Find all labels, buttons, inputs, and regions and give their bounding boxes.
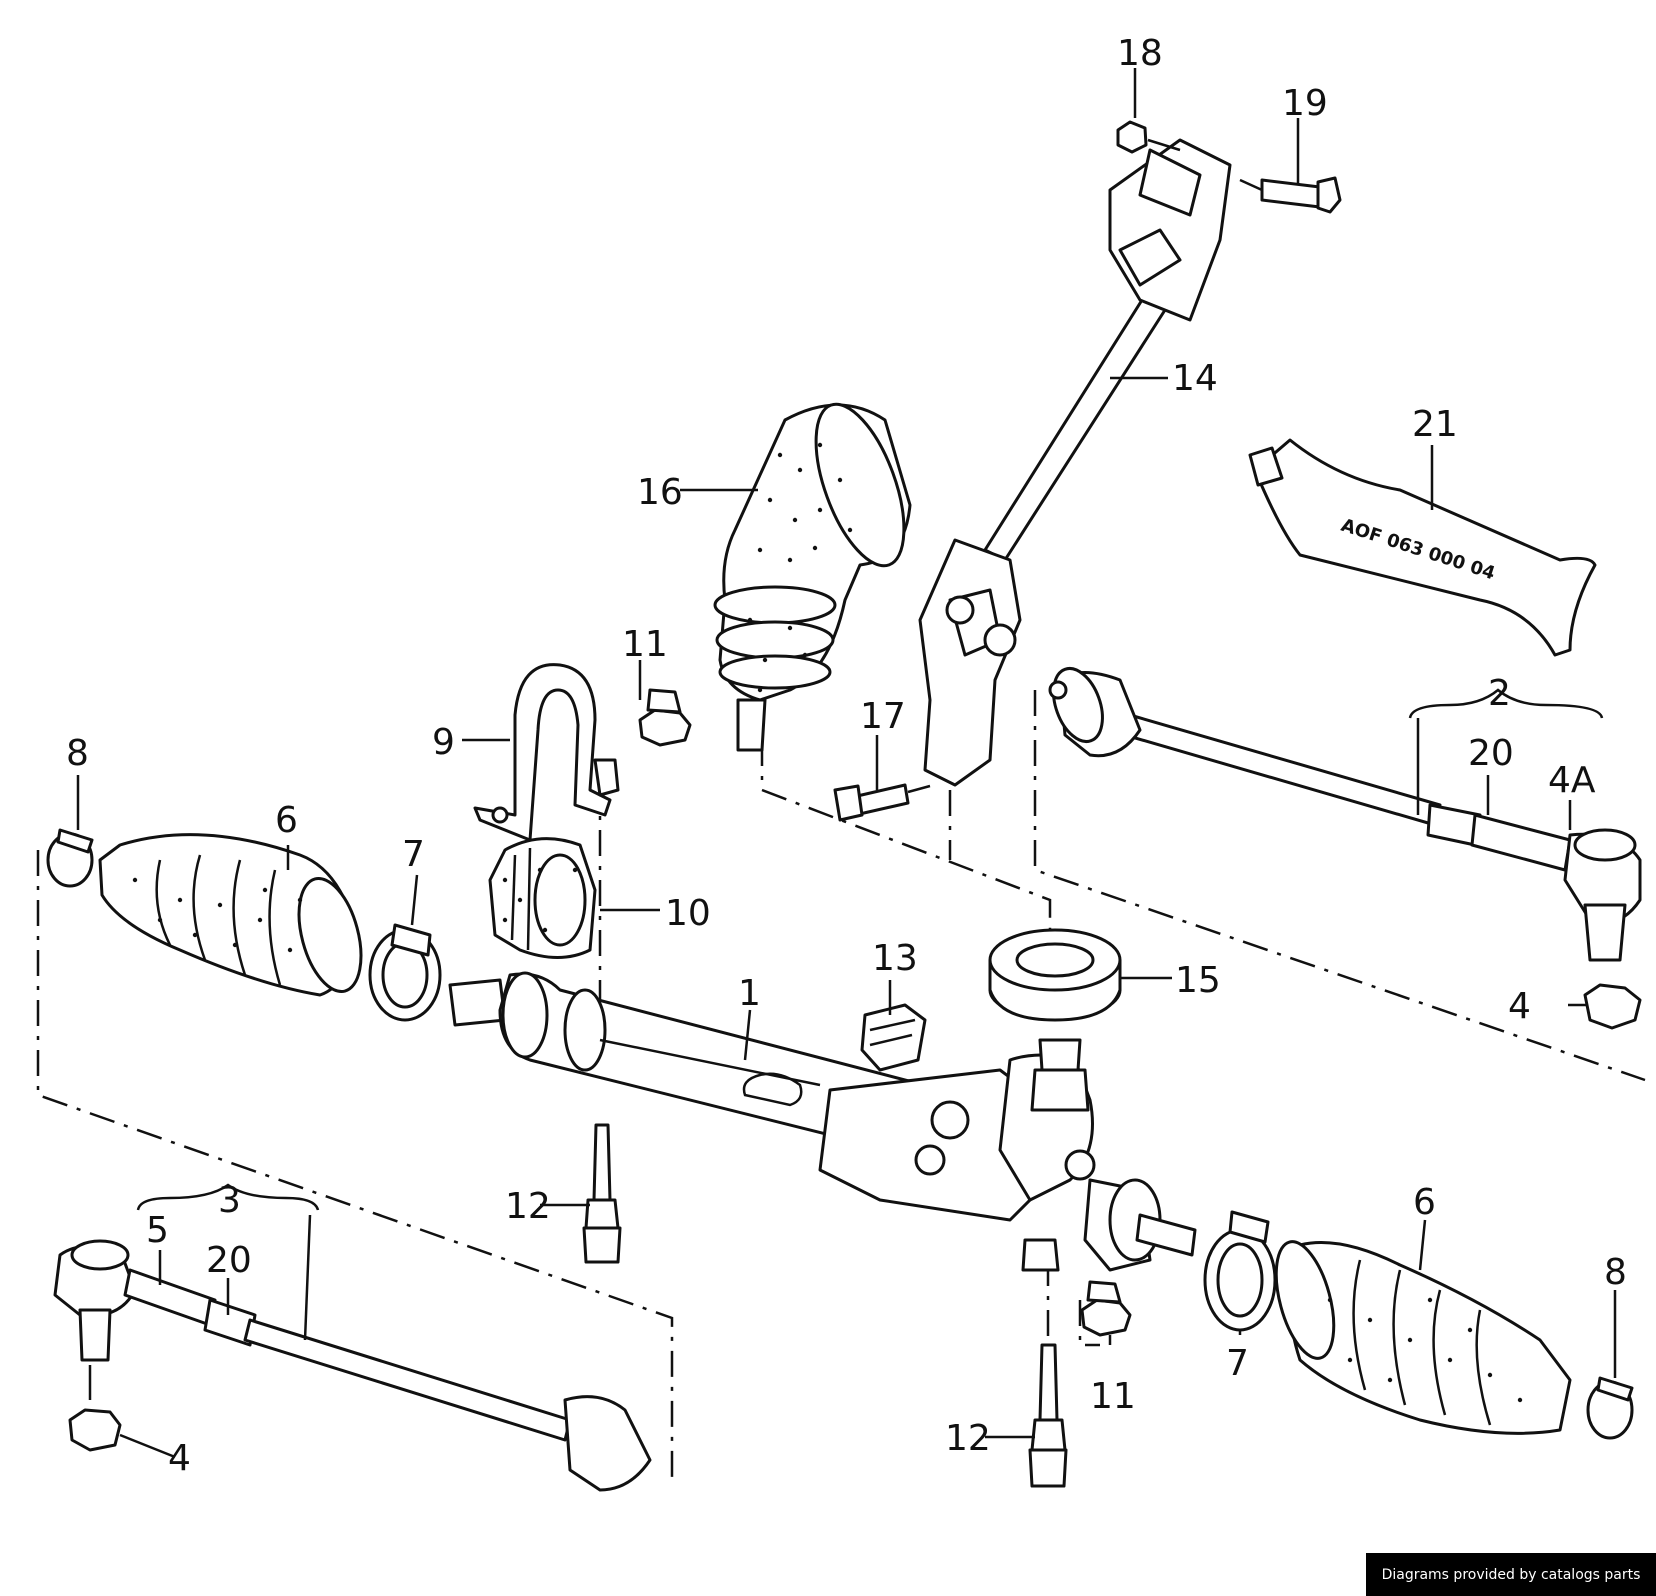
callout-21: 21 [1412, 404, 1458, 445]
bolt-17 [833, 783, 931, 822]
callout-4A: 4A [1548, 760, 1596, 801]
nut-11-upper [638, 688, 692, 747]
callout-4-right: 4 [1508, 986, 1531, 1027]
leader-lines [76, 68, 1617, 1459]
bracket-9 [473, 663, 620, 842]
callout-11-lower: 11 [1090, 1376, 1136, 1417]
callout-7-left: 7 [402, 834, 425, 875]
callout-11-upper: 11 [622, 624, 668, 665]
callout-6-right: 6 [1413, 1182, 1436, 1223]
callout-3: 3 [218, 1180, 241, 1221]
nut-18 [1116, 120, 1181, 154]
callout-16: 16 [637, 472, 683, 513]
callout-8-right: 8 [1604, 1252, 1627, 1293]
boot-6-right [1274, 1240, 1572, 1435]
clamp-8-right [1586, 1376, 1634, 1440]
shaft-boot [713, 402, 912, 752]
callout-4-left: 4 [168, 1438, 191, 1479]
callout-12-left: 12 [505, 1186, 551, 1227]
clip-7-right [1203, 1210, 1277, 1332]
callout-14: 14 [1172, 358, 1218, 399]
callout-13: 13 [872, 938, 918, 979]
callout-12-right: 12 [945, 1418, 991, 1459]
bushing-10 [488, 837, 597, 959]
callout-19: 19 [1282, 83, 1328, 124]
callout-10: 10 [665, 893, 711, 934]
nut-11-lower [1080, 1280, 1132, 1337]
steering-rack-1 [448, 971, 1197, 1272]
nut-4-left [68, 1408, 122, 1452]
bolt-19 [1239, 176, 1342, 214]
stud-12-right [1028, 1343, 1068, 1488]
callout-1: 1 [738, 973, 761, 1014]
callout-labels: 18 19 14 21 16 17 11 9 10 15 13 1 12 12 … [66, 33, 1627, 1479]
boot-6-left [98, 833, 363, 997]
stud-12-left [582, 1123, 622, 1264]
callout-2: 2 [1488, 673, 1511, 714]
tie-rod-left [53, 1239, 652, 1492]
clamp-8-left [46, 828, 94, 888]
callout-7-right: 7 [1226, 1343, 1249, 1384]
grease-tube: AOF 063 000 04 [1248, 438, 1597, 657]
seal-15 [988, 928, 1122, 1022]
credit-banner: Diagrams provided by catalogs parts [1366, 1553, 1656, 1596]
steering-shaft [918, 138, 1232, 787]
callout-18: 18 [1117, 33, 1163, 74]
callout-20-right: 20 [1468, 733, 1514, 774]
callout-9: 9 [432, 722, 455, 763]
callout-8-left: 8 [66, 733, 89, 774]
clip-13 [860, 1003, 927, 1072]
nut-4-right [1583, 983, 1642, 1030]
callout-6-left: 6 [275, 800, 298, 841]
clip-7-left [368, 923, 442, 1022]
callout-20-left: 20 [206, 1240, 252, 1281]
tie-rod-right [1048, 667, 1642, 962]
callout-5: 5 [146, 1210, 169, 1251]
callout-15: 15 [1175, 960, 1221, 1001]
callout-17: 17 [860, 696, 906, 737]
